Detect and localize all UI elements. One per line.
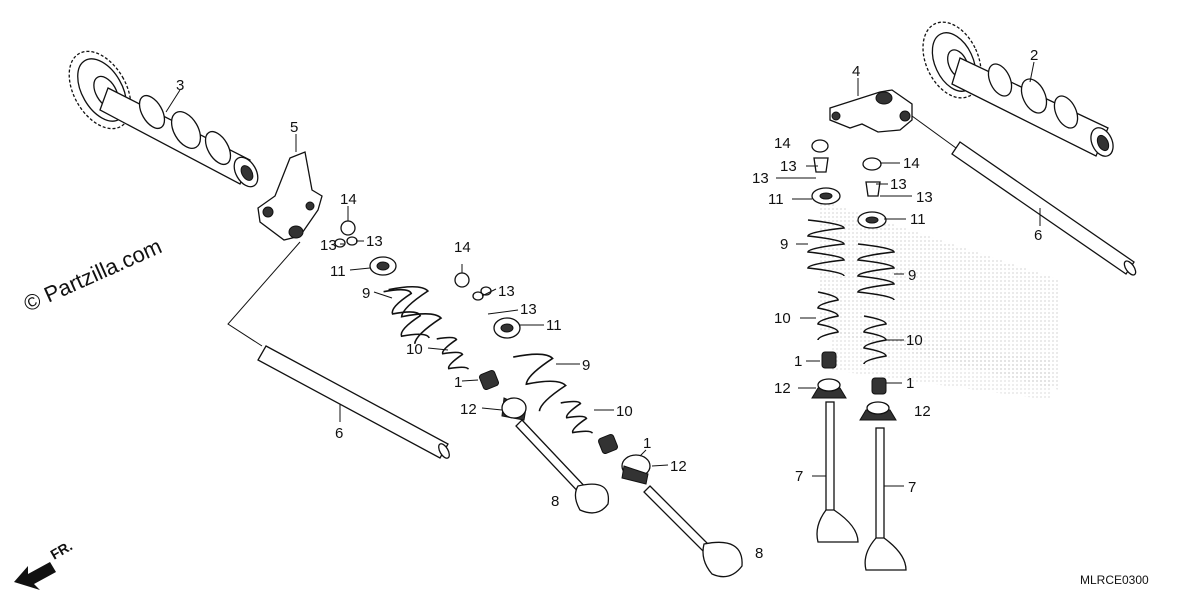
front-marker-label: FR. bbox=[48, 537, 76, 562]
callout-4: 4 bbox=[852, 63, 860, 80]
callout-13: 13 bbox=[498, 283, 515, 300]
valve-stem-right-2 bbox=[864, 427, 907, 571]
callout-12: 12 bbox=[670, 458, 687, 475]
rocker-arm-left bbox=[257, 151, 323, 241]
callout-13: 13 bbox=[320, 237, 337, 254]
callout-13: 13 bbox=[366, 233, 383, 250]
callout-12: 12 bbox=[460, 401, 477, 418]
valve-group-right-2 bbox=[857, 157, 907, 571]
valve-spring-inner-left-1 bbox=[436, 336, 470, 370]
valve-group-left-1 bbox=[334, 220, 610, 514]
callout-13: 13 bbox=[780, 158, 797, 175]
background-logo bbox=[820, 200, 1060, 400]
diagram-code: MLRCE0300 bbox=[1080, 573, 1149, 587]
callout-13: 13 bbox=[890, 176, 907, 193]
callout-11: 11 bbox=[768, 191, 784, 208]
callout-8: 8 bbox=[551, 493, 559, 510]
callout-7: 7 bbox=[908, 479, 916, 496]
camshaft-left bbox=[68, 50, 259, 188]
callout-5: 5 bbox=[290, 119, 298, 136]
callout-3: 3 bbox=[176, 77, 184, 94]
rocker-shaft-right bbox=[911, 115, 1137, 276]
callout-9: 9 bbox=[582, 357, 590, 374]
callout-14: 14 bbox=[903, 155, 920, 172]
callout-8: 8 bbox=[755, 545, 763, 562]
valve-stem-right-1 bbox=[816, 401, 859, 543]
callout-1: 1 bbox=[643, 435, 651, 452]
callout-10: 10 bbox=[406, 341, 423, 358]
rocker-arm-right bbox=[829, 89, 913, 133]
valve-group-right-1 bbox=[807, 139, 859, 543]
callout-10: 10 bbox=[906, 332, 923, 349]
callout-13: 13 bbox=[916, 189, 933, 206]
callout-7: 7 bbox=[795, 468, 803, 485]
valve-group-left-2 bbox=[454, 272, 743, 578]
callout-14: 14 bbox=[774, 135, 791, 152]
front-marker: FR. bbox=[14, 537, 75, 590]
callout-10: 10 bbox=[774, 310, 791, 327]
valve-spring-outer-left-2 bbox=[513, 353, 567, 412]
front-arrow-icon bbox=[14, 562, 56, 590]
callout-11: 11 bbox=[910, 211, 926, 228]
callout-11: 11 bbox=[546, 317, 562, 334]
callout-12: 12 bbox=[774, 380, 791, 397]
callout-1: 1 bbox=[454, 374, 462, 391]
valve-spring-outer-right-2 bbox=[857, 243, 895, 301]
valve-spring-inner-right-1 bbox=[817, 291, 839, 341]
callout-9: 9 bbox=[908, 267, 916, 284]
callout-14: 14 bbox=[454, 239, 471, 256]
valve-stem-left-2 bbox=[643, 485, 743, 578]
valve-stem-left-1 bbox=[515, 419, 610, 514]
callout-9: 9 bbox=[362, 285, 370, 302]
callout-12: 12 bbox=[914, 403, 931, 420]
valve-spring-outer-right-1 bbox=[807, 219, 845, 277]
camshaft-right bbox=[922, 21, 1114, 157]
callout-11: 11 bbox=[330, 263, 346, 280]
callout-10: 10 bbox=[616, 403, 633, 420]
callout-1: 1 bbox=[794, 353, 802, 370]
callout-6: 6 bbox=[1034, 227, 1042, 244]
callout-13: 13 bbox=[520, 301, 537, 318]
callout-9: 9 bbox=[780, 236, 788, 253]
callout-14: 14 bbox=[340, 191, 357, 208]
valve-spring-outer-left-1 bbox=[383, 285, 443, 344]
callout-2: 2 bbox=[1030, 47, 1038, 64]
rocker-shaft-left bbox=[227, 241, 450, 459]
callout-6: 6 bbox=[335, 425, 343, 442]
leader-lines bbox=[165, 61, 1041, 487]
callout-1: 1 bbox=[906, 375, 914, 392]
callout-13: 13 bbox=[752, 170, 769, 187]
valve-spring-inner-left-2 bbox=[560, 400, 594, 434]
watermark: © Partzilla.com bbox=[20, 233, 166, 316]
callout-labels: 3 5 14 13 13 11 9 10 1 12 6 8 14 13 13 1… bbox=[176, 47, 1042, 562]
